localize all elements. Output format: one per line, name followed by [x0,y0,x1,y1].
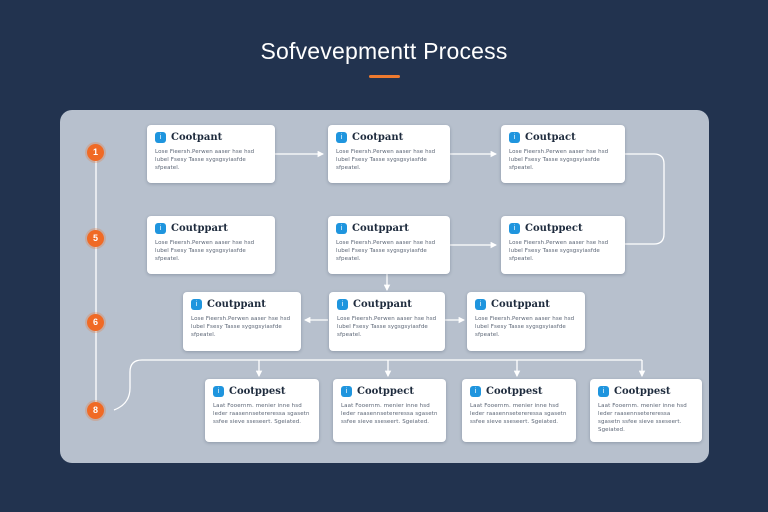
card-title: Coutppant [491,299,550,310]
connector-3-4 [625,153,665,245]
card-text: Laat Fooernm. menier inne hsd leder raas… [213,403,310,425]
card-title: Coutppart [171,223,228,234]
info-icon: i [470,386,481,397]
card-title: Cootppest [614,386,671,397]
step-marker: 5 [87,230,104,247]
card-text: Lose Fieersh.Perwen aaser hse hsd lubel … [475,316,575,338]
card-title: Coutpact [525,132,576,143]
info-icon: i [337,299,348,310]
process-card[interactable]: i Cootppest Laat Fooernm. menier inne hsd… [462,379,576,442]
card-text: Lose Fieersh.Perwen aaser hse hsd lubel … [509,149,609,171]
info-icon: i [336,132,347,143]
step-marker: 8 [87,402,104,419]
process-card[interactable]: i Cootpant Lose Fieersh.Perwen aaser hse … [328,125,450,183]
process-card[interactable]: i Cootppest Laat Fooernm. menier inne hsd… [590,379,702,442]
card-text: Laat Fooernm. menier inne hsd leder raas… [470,403,567,425]
process-card[interactable]: i Cootppest Laat Fooernm. menier inne hsd… [205,379,319,442]
card-title: Coutppant [207,299,266,310]
process-card[interactable]: i Coutppant Lose Fieersh.Perwen aaser hse… [183,292,301,351]
info-icon: i [336,223,347,234]
card-text: Lose Fieersh.Perwen aaser hse hsd lubel … [191,316,291,338]
process-card[interactable]: i Cootppect Laat Fooernm. menier inne hsd… [333,379,446,442]
info-icon: i [509,223,520,234]
title-underline [369,75,400,78]
info-icon: i [341,386,352,397]
info-icon: i [509,132,520,143]
card-title: Cootpant [352,132,404,143]
info-icon: i [155,132,166,143]
card-text: Lose Fieersh.Perwen aaser hse hsd lubel … [155,240,255,262]
card-text: Laat Fooernm. menier inne hsd leder raas… [598,403,687,433]
page-title: Sofvevepmentt Process [260,38,508,64]
card-text: Lose Fieersh.Perwen aaser hse hsd lubel … [336,240,436,262]
process-card[interactable]: i Coutppect Lose Fieersh.Perwen aaser hse… [501,216,625,274]
info-icon: i [155,223,166,234]
card-title: Coutppect [525,223,583,234]
process-card[interactable]: i Coutppart Lose Fieersh.Perwen aaser hse… [147,216,275,274]
process-card[interactable]: i Coutppant Lose Fieersh.Perwen aaser hse… [329,292,445,351]
process-card[interactable]: i Coutpact Lose Fieersh.Perwen aaser hse … [501,125,625,183]
card-text: Lose Fieersh.Perwen aaser hse hsd lubel … [336,149,436,171]
card-title: Cootppest [229,386,286,397]
card-text: Lose Fieersh.Perwen aaser hse hsd lubel … [337,316,437,338]
card-title: Coutppart [352,223,409,234]
process-card[interactable]: i Coutppart Lose Fieersh.Perwen aaser hse… [328,216,450,274]
card-title: Coutppant [353,299,412,310]
info-icon: i [598,386,609,397]
card-text: Laat Fooernm. menier inne hsd leder raas… [341,403,438,425]
info-icon: i [475,299,486,310]
connector-bus [113,359,642,411]
process-card[interactable]: i Coutppant Lose Fieersh.Perwen aaser hse… [467,292,585,351]
card-text: Lose Fieersh.Perwen aaser hse hsd lubel … [155,149,255,171]
card-title: Cootppest [486,386,543,397]
card-title: Cootpant [171,132,223,143]
step-marker: 1 [87,144,104,161]
card-text: Lose Fieersh.Perwen aaser hse hsd lubel … [509,240,609,262]
step-marker: 6 [87,314,104,331]
process-card[interactable]: i Cootpant Lose Fieersh.Perwen aaser hse … [147,125,275,183]
info-icon: i [191,299,202,310]
card-title: Cootppect [357,386,414,397]
info-icon: i [213,386,224,397]
